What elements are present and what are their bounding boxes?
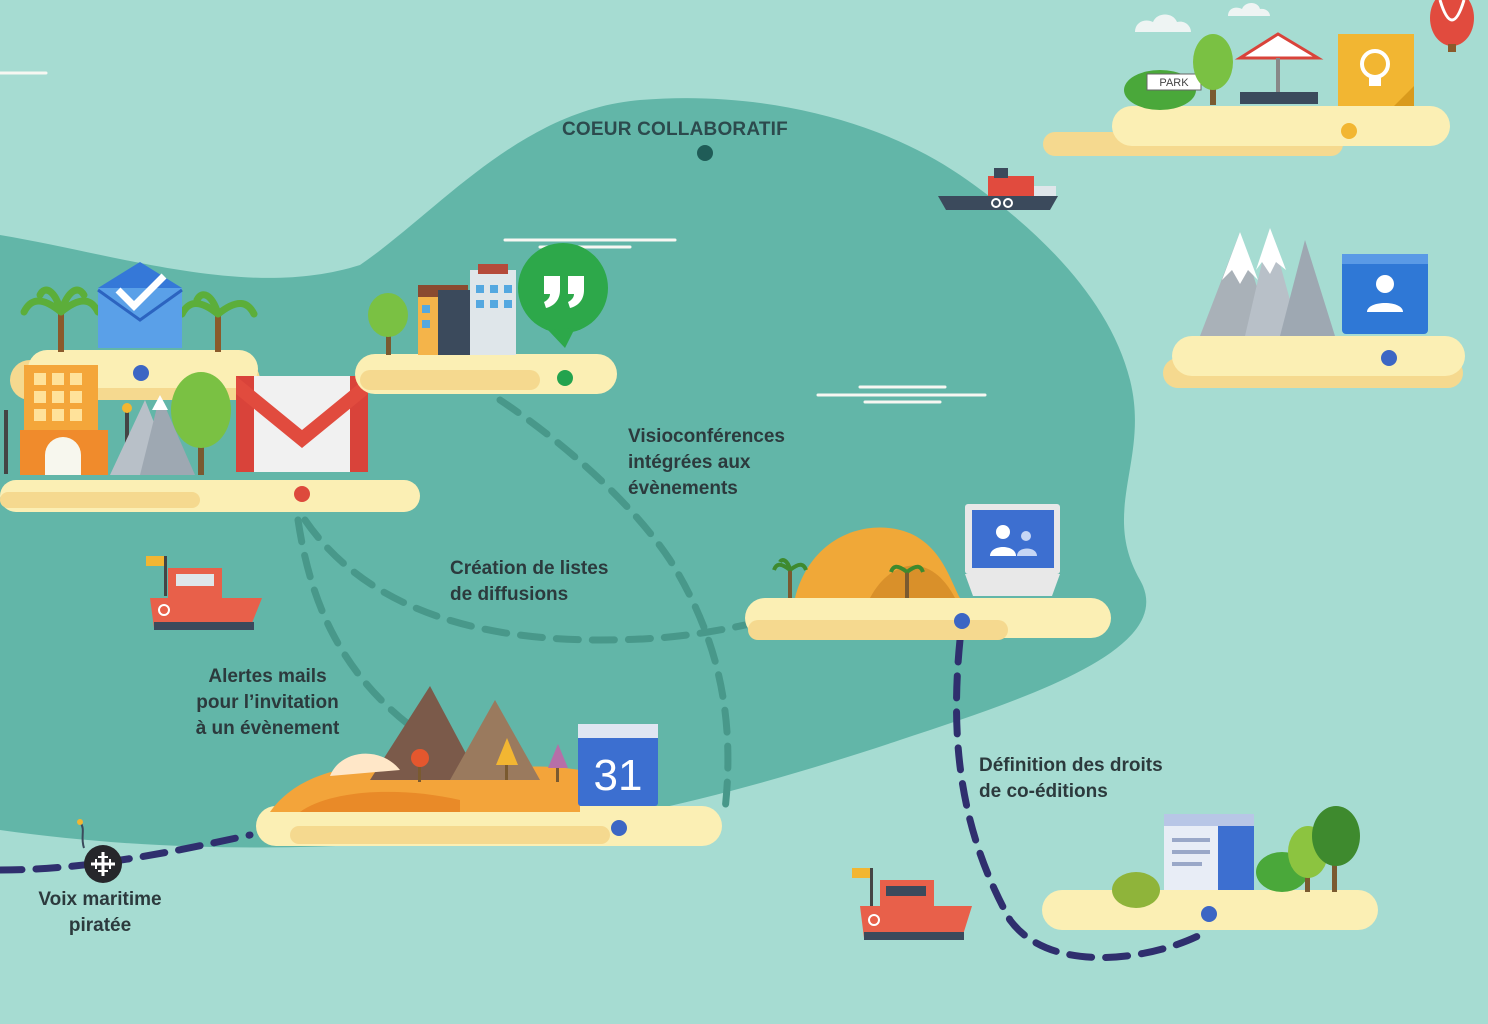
park-sign-text: PARK: [1159, 77, 1189, 89]
hot-air-balloon: [1430, 0, 1474, 52]
boat: [852, 868, 972, 940]
location-dot[interactable]: [611, 820, 627, 836]
island-hangouts: [355, 243, 617, 394]
label-alertes-mails: Alertes mails pour l’invitation à un évè…: [180, 664, 355, 742]
label-visioconferences: Visioconférences intégrées aux évènement…: [628, 424, 785, 502]
sites-icon: [1164, 814, 1254, 890]
label-line: Création de listes: [450, 558, 609, 579]
gmail-icon: [236, 376, 368, 472]
island-gmail: [0, 365, 420, 512]
palm-tree: [20, 286, 102, 352]
route-droits: [953, 636, 1204, 961]
label-line: Alertes mails: [208, 666, 327, 687]
core-marker[interactable]: [697, 145, 713, 161]
location-dot[interactable]: [1201, 906, 1217, 922]
route-visio: [496, 396, 732, 814]
core-area: [0, 98, 1147, 848]
contacts-icon: [1342, 254, 1428, 334]
location-dot[interactable]: [557, 370, 573, 386]
label-voix-maritime: Voix maritime piratée: [20, 887, 180, 939]
cloud: [1135, 3, 1270, 32]
label-line: Voix maritime: [38, 889, 162, 910]
label-line: à un évènement: [195, 718, 340, 739]
park-sign: PARK: [1124, 70, 1202, 110]
label-line: pour l’invitation: [196, 692, 339, 713]
inbox-icon: [97, 262, 183, 348]
island-contacts: [1163, 228, 1465, 388]
tree: [171, 372, 231, 475]
label-line: intégrées aux: [628, 452, 751, 473]
classroom-icon: [965, 504, 1060, 596]
keep-icon: [1338, 34, 1414, 106]
tree: [368, 293, 408, 355]
map-title: COEUR COLLABORATIF: [562, 119, 788, 140]
pirate-cross-icon[interactable]: [77, 819, 122, 883]
label-line: Visioconférences: [628, 426, 786, 447]
autumn-hills: [270, 686, 580, 812]
tree: [1256, 806, 1360, 892]
location-dot[interactable]: [133, 365, 149, 381]
calendar-day: 31: [594, 751, 643, 800]
route-lines: [294, 396, 764, 814]
location-dot[interactable]: [1341, 123, 1357, 139]
calendar-icon: 31: [578, 724, 658, 806]
hotel-building: [20, 365, 108, 475]
carousel: [1234, 32, 1324, 104]
autumn-trees: [411, 738, 568, 782]
route-listes: [301, 516, 764, 644]
label-line: piratée: [68, 915, 132, 936]
location-dot[interactable]: [1381, 350, 1397, 366]
sand-hills: [795, 527, 960, 598]
tree: [1193, 34, 1233, 105]
mountains: [1200, 228, 1335, 336]
location-dot[interactable]: [954, 613, 970, 629]
label-line: de co-éditions: [979, 781, 1108, 802]
palm-tree: [772, 558, 925, 598]
city-buildings: [418, 264, 516, 355]
ship: [938, 168, 1058, 210]
location-dot[interactable]: [294, 486, 310, 502]
island-keep: PARK: [1043, 32, 1450, 156]
label-line: Définition des droits: [979, 755, 1163, 776]
boat: [146, 556, 262, 630]
palm-tree: [178, 291, 258, 352]
island-classroom: [745, 504, 1111, 640]
label-droits-coedition: Définition des droits de co-éditions: [979, 753, 1163, 805]
island-calendar: 31: [256, 686, 722, 846]
label-line: de diffusions: [450, 584, 569, 605]
hangouts-icon: [518, 243, 608, 348]
label-listes-diffusion: Création de listes de diffusions: [450, 556, 608, 608]
island-sites: [1042, 806, 1378, 930]
label-line: évènements: [628, 478, 738, 499]
route-alertes: [294, 516, 434, 744]
wave-lines: [0, 71, 987, 404]
